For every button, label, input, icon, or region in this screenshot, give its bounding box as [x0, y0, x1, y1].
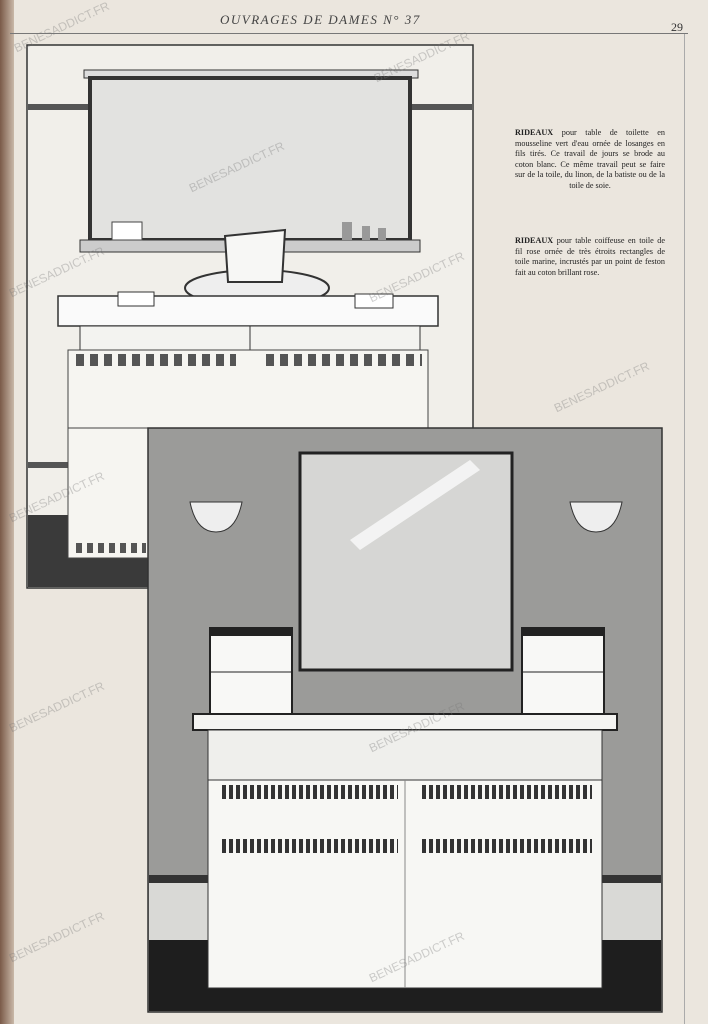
caption-text: pour table coiffeuse en toile de fil ros…: [515, 236, 665, 277]
illustration-coiffeuse: [147, 427, 663, 1013]
caption-lead: RIDEAUX: [515, 236, 554, 245]
header-rule: [10, 33, 688, 34]
page-number: 29: [671, 20, 683, 34]
caption-toilette-curtains: RIDEAUX pour table de toilette en mousse…: [515, 128, 665, 192]
caption-coiffeuse-curtains: RIDEAUX pour table coiffeuse en toile de…: [515, 236, 665, 278]
margin-rule: [684, 34, 685, 1024]
running-header: OUVRAGES DE DAMES N° 37: [220, 12, 421, 27]
caption-text: pour table de toilette en mousseline ver…: [515, 128, 665, 190]
book-spine: [0, 0, 14, 1024]
caption-lead: RIDEAUX: [515, 128, 554, 137]
